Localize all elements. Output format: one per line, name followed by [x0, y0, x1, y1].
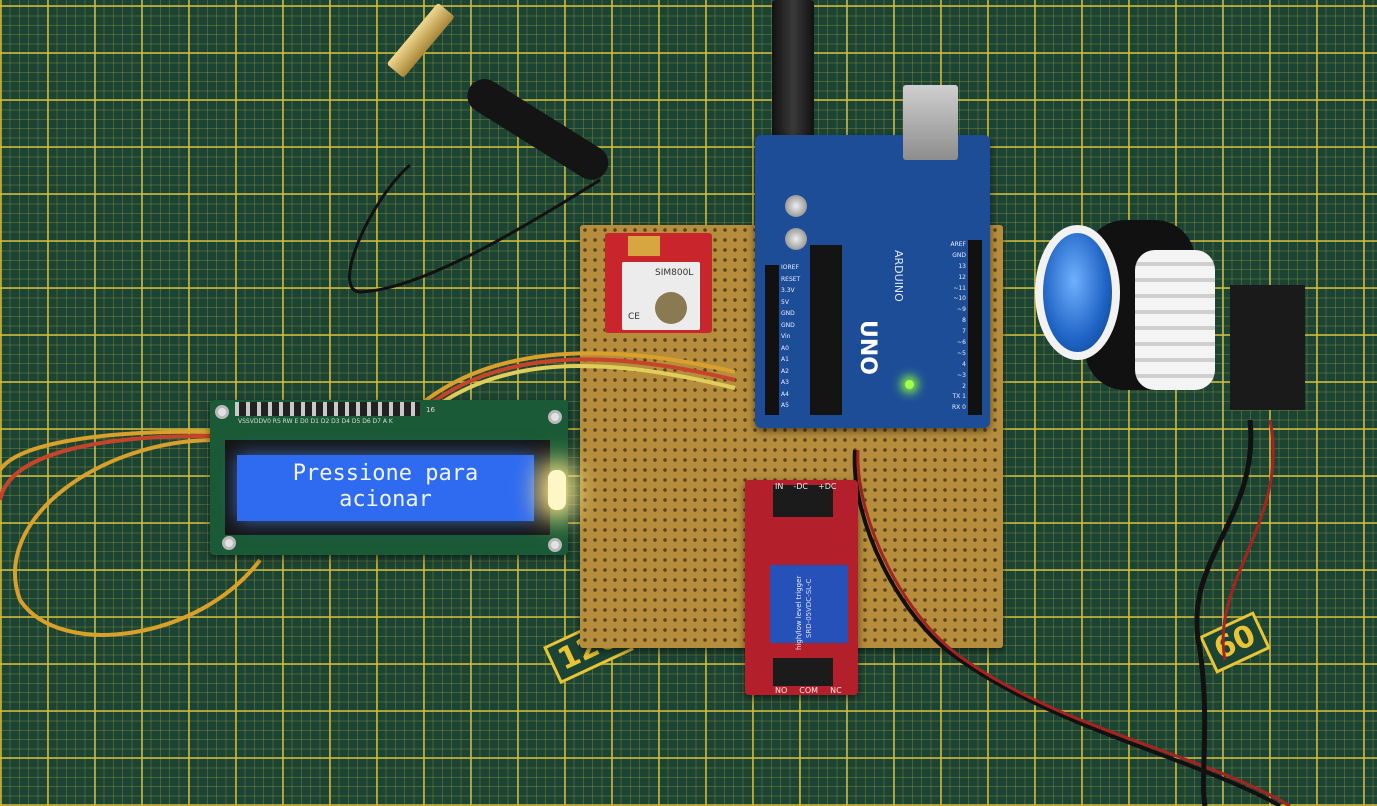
pin-label-vin: Vin	[781, 333, 791, 340]
pin-label-a0: A0	[781, 344, 789, 352]
pin-label-7: 7	[962, 328, 966, 336]
ce-mark: CE	[628, 312, 640, 322]
pin-label-a3: A3	[781, 379, 789, 386]
capacitor	[785, 195, 807, 217]
pin-label-aref: AREF	[950, 241, 966, 248]
arduino-uno-board	[755, 135, 990, 428]
pin-label-13: 13	[958, 262, 966, 270]
pin-label-5: ~5	[957, 349, 966, 357]
pin-label-10: ~10	[953, 295, 966, 303]
pin-label-11: ~11	[953, 284, 966, 292]
lcd-pin-labels: VSSVDDV0 RS RW E D0 D1 D2 D3 D4 D5 D6 D7…	[238, 418, 393, 425]
pin-label-3v3: 3.3V	[781, 287, 795, 294]
microswitch	[1230, 285, 1305, 410]
relay-part-number: SRD-05VDC-SL-C	[805, 578, 813, 638]
pin-label-6: ~6	[957, 339, 966, 347]
backlight-glow	[548, 470, 566, 510]
label-in: IN	[775, 482, 784, 491]
relay-output-terminal	[773, 658, 833, 686]
label-dc-minus: -DC	[793, 482, 808, 491]
mount-hole	[222, 536, 236, 550]
pin-label-5v: 5V	[781, 298, 789, 306]
label-dc-plus: +DC	[817, 482, 837, 491]
pin-label-2: 2	[962, 382, 966, 390]
mount-hole	[215, 405, 229, 419]
relay-block: SRD-05VDC-SL-C	[770, 565, 848, 643]
mount-hole	[548, 538, 562, 552]
lcd-pin-header	[235, 402, 420, 416]
button-thread	[1135, 250, 1215, 390]
pin-label-tx: TX 1	[952, 393, 967, 401]
pin-label-8: 8	[962, 317, 966, 325]
pin-label-ioref: IOREF	[781, 264, 799, 271]
lcd-line-1: Pressione para	[292, 461, 479, 486]
pin-label-rx: RX 0	[951, 404, 966, 412]
pin-label-9: ~9	[957, 306, 966, 314]
digital-header	[968, 240, 982, 415]
pin-label-a5: A5	[781, 402, 789, 409]
relay-input-terminal	[773, 485, 833, 517]
lcd-screen: Pressione para acionar	[237, 455, 534, 521]
pin-label-a2: A2	[781, 367, 789, 375]
pin-label-a1: A1	[781, 356, 789, 363]
tantalum-capacitor	[628, 236, 660, 256]
pin-label-a4: A4	[781, 390, 789, 398]
arcade-push-button[interactable]	[1035, 225, 1120, 360]
pin-label-12: 12	[958, 273, 966, 281]
mount-hole	[548, 410, 562, 424]
capacitor	[785, 228, 807, 250]
lcd-line-2: acionar	[339, 487, 432, 512]
relay-trigger-text: high/low level trigger	[795, 575, 803, 650]
label-nc: NC	[830, 686, 842, 695]
label-com: COM	[799, 686, 819, 695]
relay-top-labels: IN -DC +DC	[775, 482, 836, 491]
sim-label: SIM800L	[655, 268, 694, 278]
pin-label-4: 4	[962, 360, 966, 368]
usb-port	[903, 85, 958, 160]
digital-pin-labels: AREF GND 13 12 ~11 ~10 ~9 8 7 ~6 ~5 4 ~3…	[940, 240, 966, 414]
power-analog-pin-labels: IOREF RESET 3.3V 5V GND GND Vin A0 A1 A2…	[781, 262, 811, 412]
power-led	[905, 380, 914, 389]
label-no: NO	[775, 686, 788, 695]
relay-bottom-labels: NO COM NC	[775, 686, 842, 695]
pin-label-gnd-2: GND	[781, 321, 795, 329]
pin-label-gnd: GND	[952, 251, 966, 259]
pin-label-gnd-1: GND	[781, 310, 795, 317]
pin-label-3: ~3	[957, 371, 966, 379]
power-analog-header	[765, 265, 779, 415]
atmega-chip	[810, 245, 842, 415]
lcd-pin-number: 16	[426, 406, 435, 414]
sim-card-holder	[655, 292, 687, 324]
pin-label-reset: RESET	[781, 275, 801, 283]
